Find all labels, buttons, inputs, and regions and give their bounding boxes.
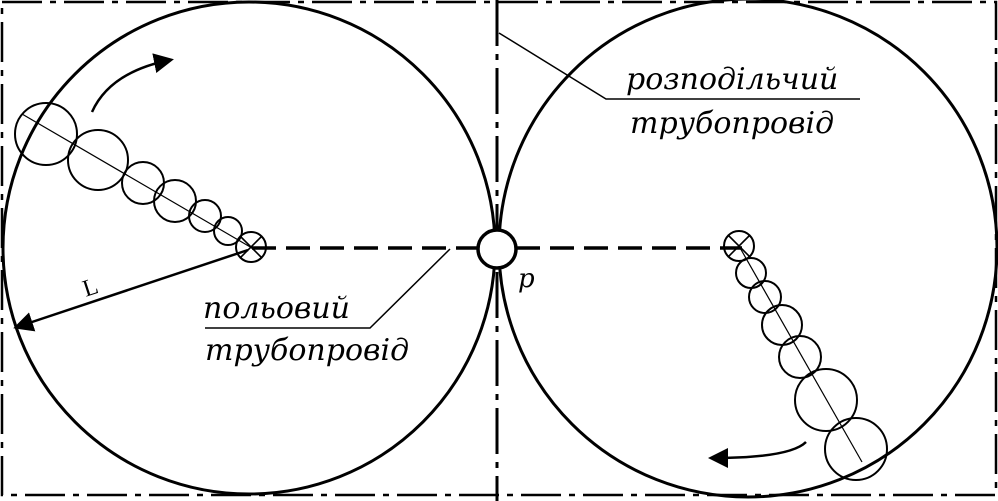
left-sprinkler-5 [188, 199, 222, 233]
left-sprinkler-1 [14, 102, 78, 166]
distribution-pipeline-label-line2: трубопровід [630, 106, 834, 141]
left-rotation-arrow-icon [90, 53, 174, 113]
field-pipeline-label-line1: польовий [203, 291, 350, 326]
left-sprinkler-4 [153, 179, 197, 223]
right-pivot-center [723, 230, 755, 262]
distribution-pipeline-label-line1: розподільчий [626, 62, 838, 97]
right-sprinkler-6 [824, 417, 888, 481]
right-sprinkler-2 [748, 280, 782, 314]
distribution-pipeline-leader-line [498, 32, 860, 100]
field-pipeline-label-line2: трубопровід [205, 333, 409, 368]
right-machine-spine [738, 245, 863, 463]
right-sprinkler-3 [761, 304, 803, 346]
left-machine-sprinklers [14, 102, 267, 263]
field-pipeline-leader-line [205, 248, 451, 329]
left-sprinkler-3 [121, 161, 165, 205]
left-pivot-cross-icon [239, 235, 263, 259]
right-sprinkler-1 [735, 257, 767, 289]
right-sprinkler-4 [778, 335, 822, 379]
right-pivot-cross-icon [727, 234, 751, 258]
right-machine-sprinklers [723, 230, 888, 481]
left-machine-spine [21, 113, 253, 249]
right-rotation-arrow-icon [708, 441, 807, 468]
hydrant-point-circle [476, 228, 518, 270]
left-sprinkler-6 [213, 216, 243, 246]
radius-label: L [80, 273, 102, 302]
left-sprinkler-2 [67, 129, 129, 191]
hydrant-point-label: р [518, 264, 535, 294]
left-pivot-center [235, 231, 267, 263]
radius-arrow-icon [13, 248, 249, 332]
right-sprinkler-5 [794, 368, 858, 432]
